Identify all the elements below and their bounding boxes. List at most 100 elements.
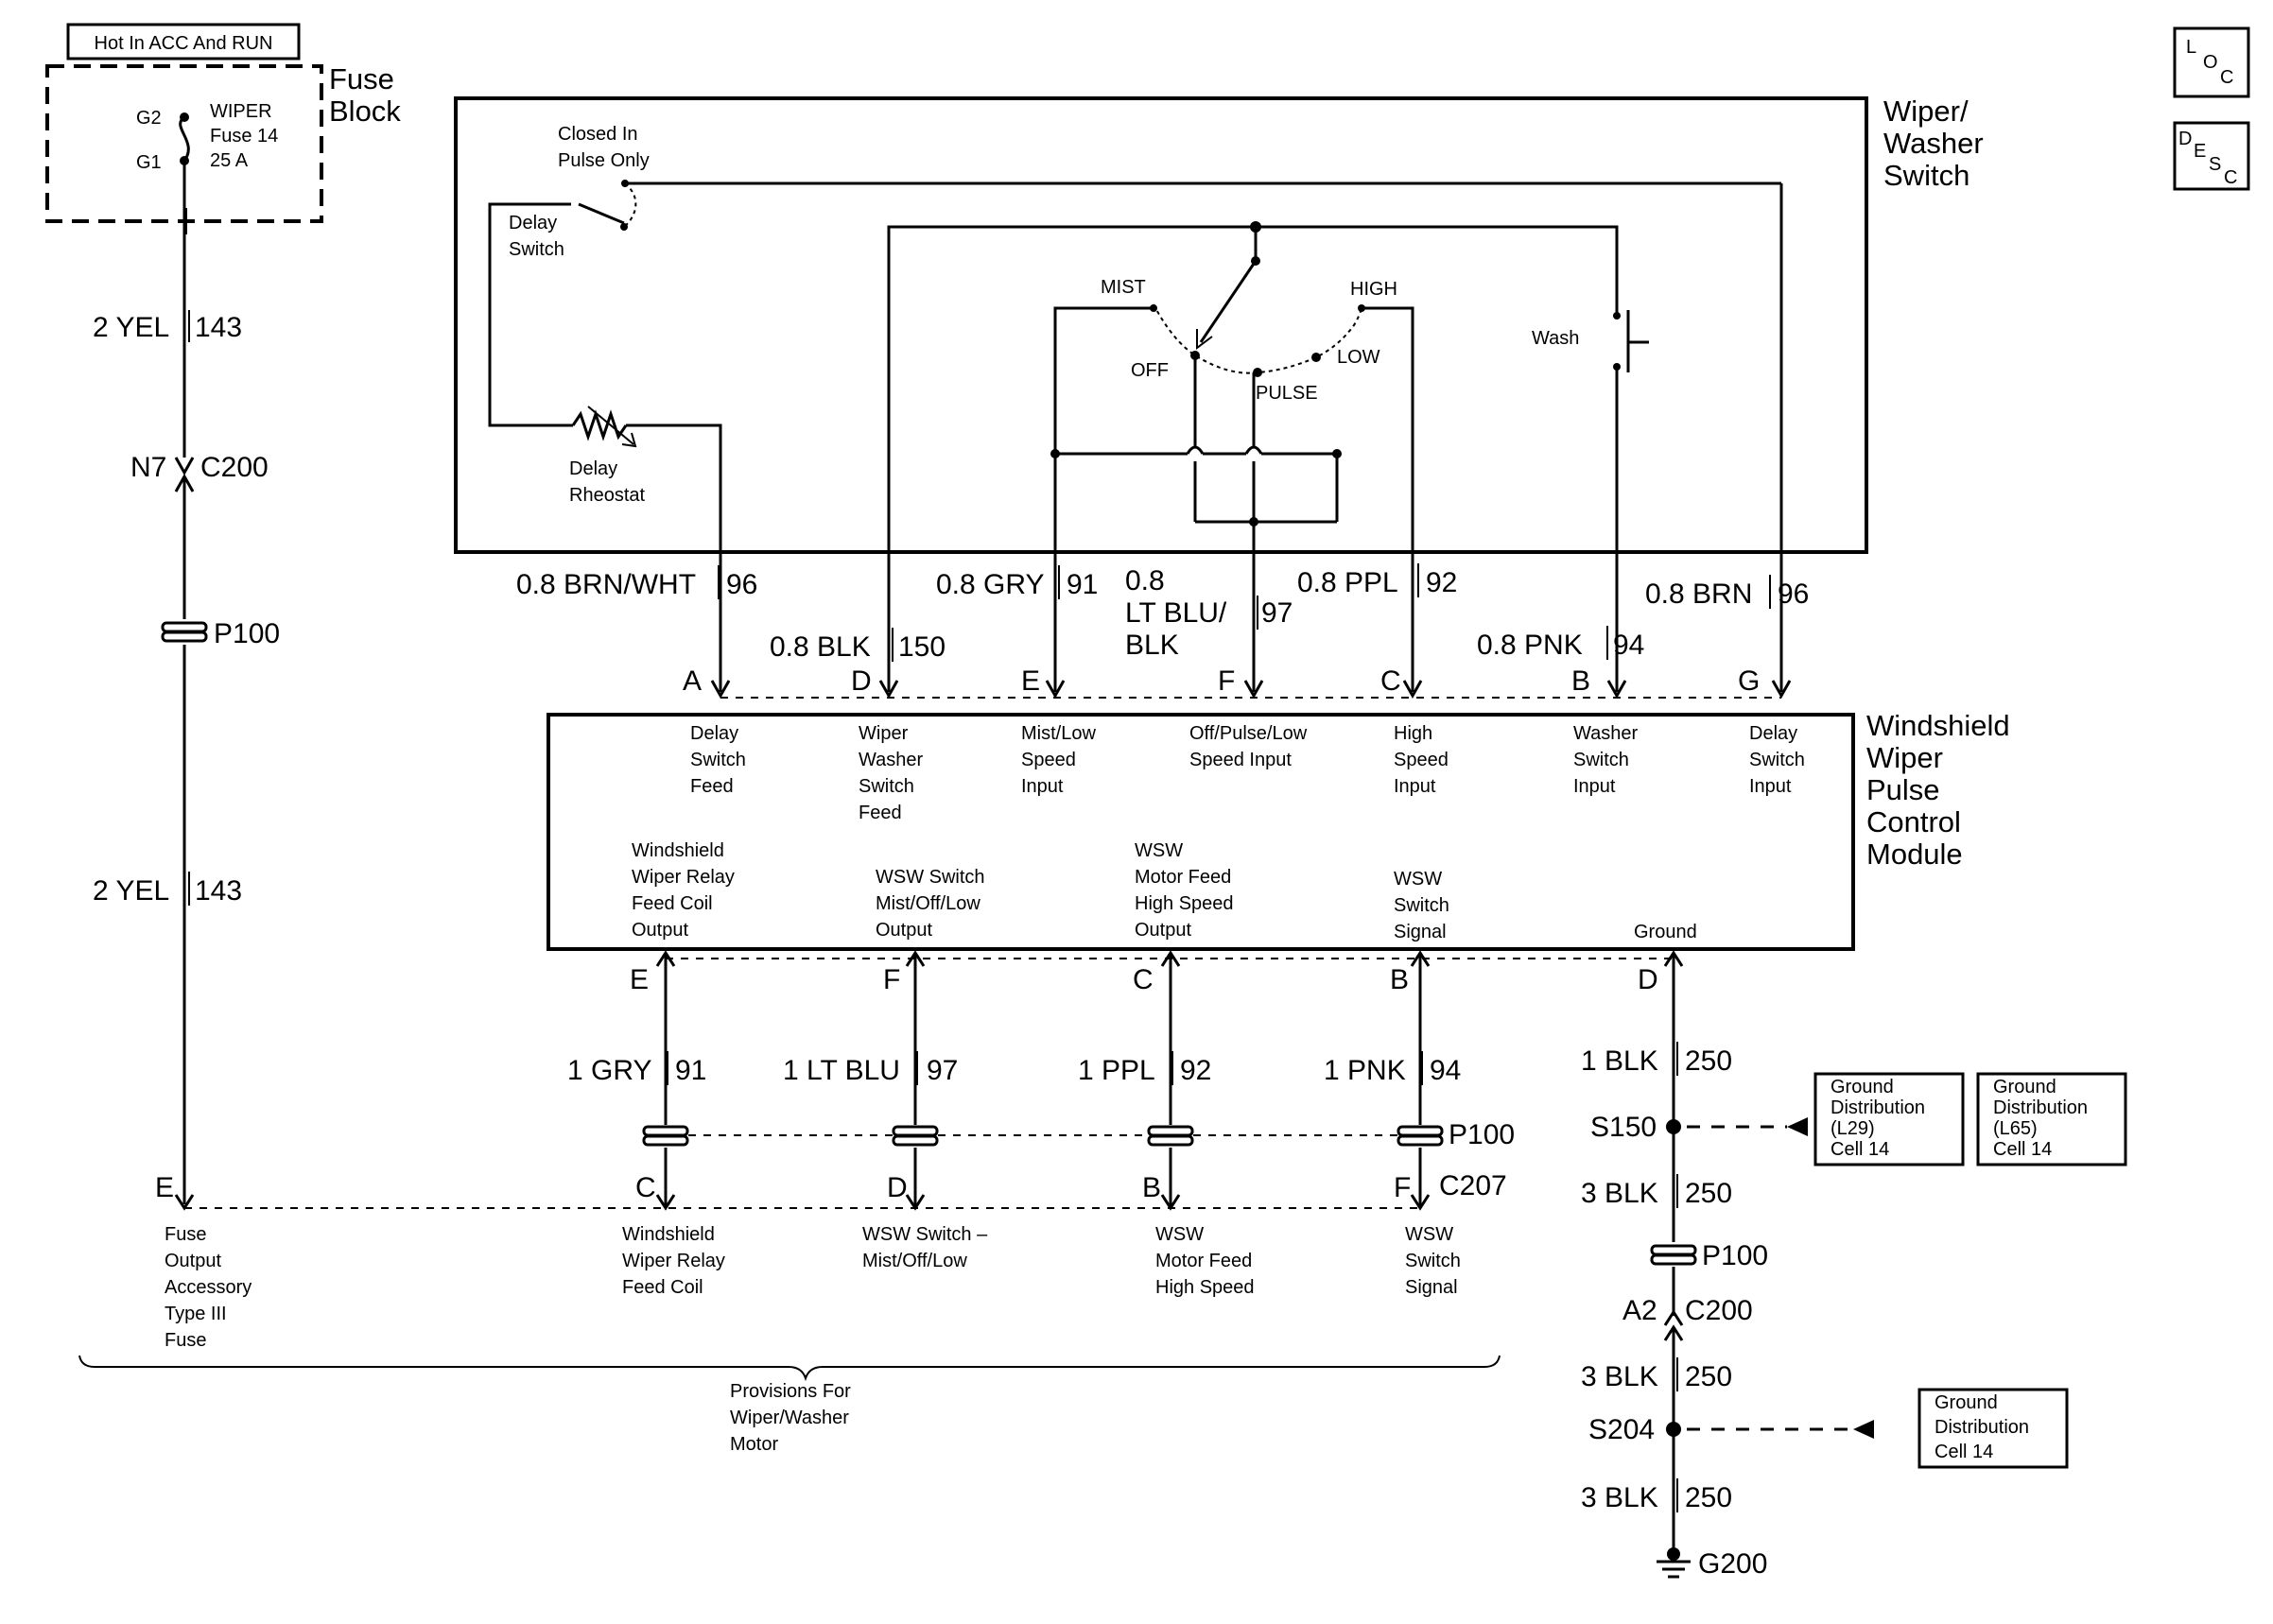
closed-pulse-label-2: Pulse Only xyxy=(558,150,650,171)
fuse-rating: 25 A xyxy=(210,150,249,171)
fuse-block-title-2: Block xyxy=(329,95,401,128)
fuse-name: WIPER xyxy=(210,101,272,122)
svg-text:Wiper Relay: Wiper Relay xyxy=(632,867,735,888)
svg-text:Output: Output xyxy=(632,920,688,941)
svg-text:Signal: Signal xyxy=(1394,922,1447,942)
wire-left-2: 2 YEL xyxy=(93,875,169,907)
pin-bottom-e: E xyxy=(630,964,649,995)
ground-wire-4-circuit: 250 xyxy=(1685,1482,1732,1513)
switch-title-1: Wiper/ xyxy=(1883,95,1969,128)
svg-text:Speed Input: Speed Input xyxy=(1189,750,1292,770)
fuse-pin-g1: G1 xyxy=(136,152,162,173)
delay-switch-contact xyxy=(578,202,625,225)
svg-text:Switch: Switch xyxy=(1573,750,1629,770)
connector-c200-arrow xyxy=(174,457,195,476)
svg-text:Wiper Relay: Wiper Relay xyxy=(622,1251,725,1271)
svg-text:Signal: Signal xyxy=(1405,1277,1458,1298)
p100-passthrough-row xyxy=(642,1125,1444,1147)
ground-wire-3: 3 BLK xyxy=(1581,1361,1658,1392)
ground-distribution-l65[interactable]: Ground Distribution (L65) Cell 14 xyxy=(1976,1072,2127,1166)
mode-low-label: LOW xyxy=(1337,347,1380,368)
svg-text:Cell 14: Cell 14 xyxy=(1935,1442,1993,1462)
motor-pin-c: C xyxy=(635,1172,656,1203)
fuse-block-title-1: Fuse xyxy=(329,62,394,95)
hot-label-box xyxy=(66,23,301,60)
pin-f: F xyxy=(1218,665,1235,697)
mode-mist-label: MIST xyxy=(1101,277,1146,298)
svg-text:(L65): (L65) xyxy=(1993,1118,2038,1139)
svg-text:Distribution: Distribution xyxy=(1993,1097,2088,1118)
fuse-number: Fuse 14 xyxy=(210,126,278,147)
svg-text:O: O xyxy=(2203,52,2218,73)
delay-rheostat-icon xyxy=(571,409,628,441)
wire-1-pnk: 1 PNK xyxy=(1324,1055,1406,1086)
wire-1-gry-circuit: 91 xyxy=(675,1055,706,1086)
contact-low xyxy=(1311,353,1321,362)
wire-ppl-circuit: 92 xyxy=(1426,567,1457,598)
ground-circuit: 1 BLK 250 S150 Ground Distribution (L29)… xyxy=(1581,953,2127,1580)
motor-pin-f: F xyxy=(1394,1172,1411,1203)
switch-title-2: Washer xyxy=(1883,127,1984,160)
wire-pnk: 0.8 PNK xyxy=(1477,630,1583,661)
svg-text:Windshield: Windshield xyxy=(632,840,724,861)
svg-text:E: E xyxy=(2194,141,2206,162)
wire-ltblu-3: BLK xyxy=(1125,630,1179,661)
svg-text:Mist/Off/Low: Mist/Off/Low xyxy=(862,1251,967,1271)
svg-text:WSW: WSW xyxy=(1394,869,1442,890)
fuse-block: Hot In ACC And RUN Fuse Block G2 G1 WIPE… xyxy=(45,23,401,223)
wiper-washer-switch: Wiper/ Washer Switch Closed In Pulse Onl… xyxy=(454,95,1984,692)
svg-text:Output: Output xyxy=(876,920,932,941)
motor-pin-d: D xyxy=(887,1172,908,1203)
svg-text:Speed: Speed xyxy=(1021,750,1076,770)
pin-bottom-b: B xyxy=(1390,964,1409,995)
wire-ltblu-2: LT BLU/ xyxy=(1125,597,1227,629)
module-ground-label: Ground xyxy=(1634,922,1697,942)
svg-text:Feed Coil: Feed Coil xyxy=(632,893,713,914)
svg-text:Windshield: Windshield xyxy=(622,1224,715,1245)
motor-provisions-brace xyxy=(78,1355,1501,1382)
splice-p100-left: P100 xyxy=(214,618,280,649)
wash-label: Wash xyxy=(1532,328,1579,349)
wire-brn-wht: 0.8 BRN/WHT xyxy=(516,569,696,600)
pin-g: G xyxy=(1738,665,1760,697)
connector-c207: C207 xyxy=(1439,1170,1507,1201)
module-title-5: Module xyxy=(1866,838,1963,871)
svg-text:Washer: Washer xyxy=(1573,723,1639,744)
svg-text:Input: Input xyxy=(1021,776,1064,797)
motor-labels: Fuse Output Accessory Type III Fuse Wind… xyxy=(78,1224,1501,1455)
svg-text:Delay: Delay xyxy=(1749,723,1797,744)
wire-gry-circuit: 91 xyxy=(1067,569,1098,600)
module-top-pins: A D E F C B G xyxy=(683,665,1760,697)
svg-text:Provisions For: Provisions For xyxy=(730,1381,851,1402)
pin-e: E xyxy=(1021,665,1040,697)
wire-1-gry: 1 GRY xyxy=(567,1055,652,1086)
splice-s204 xyxy=(1666,1422,1681,1437)
svg-text:Input: Input xyxy=(1394,776,1436,797)
wire-ltblu-1: 0.8 xyxy=(1125,565,1165,596)
connector-pin-n7: N7 xyxy=(130,452,166,483)
svg-text:Wiper/Washer: Wiper/Washer xyxy=(730,1408,849,1428)
desc-icon[interactable]: D E S C xyxy=(2173,121,2250,191)
loc-icon[interactable]: L O C xyxy=(2173,26,2250,98)
ground-distribution-cell14[interactable]: Ground Distribution Cell 14 xyxy=(1917,1388,2069,1469)
wire-1-ltblu: 1 LT BLU xyxy=(783,1055,900,1086)
svg-text:Ground: Ground xyxy=(1935,1392,1998,1413)
pin-bottom-f: F xyxy=(883,964,900,995)
splice-s204-label: S204 xyxy=(1588,1414,1655,1445)
svg-text:Fuse: Fuse xyxy=(165,1330,206,1351)
svg-text:WSW: WSW xyxy=(1405,1224,1453,1245)
svg-text:Switch: Switch xyxy=(1394,895,1449,916)
svg-text:Motor: Motor xyxy=(730,1434,778,1455)
svg-text:High Speed: High Speed xyxy=(1135,893,1234,914)
splice-p100-bottom: P100 xyxy=(1449,1119,1515,1150)
ground-icon xyxy=(1657,1560,1691,1579)
mode-selector-wiper xyxy=(1199,260,1258,343)
splice-p100-ground: P100 xyxy=(1702,1240,1768,1271)
ground-distribution-l29[interactable]: Ground Distribution (L29) Cell 14 xyxy=(1813,1072,1965,1166)
switch-title-3: Switch xyxy=(1883,159,1969,192)
ground-wire-2: 3 BLK xyxy=(1581,1178,1658,1209)
svg-text:Cell 14: Cell 14 xyxy=(1993,1139,2052,1160)
module-bottom-pins: E F C B D xyxy=(630,950,1684,995)
svg-text:Washer: Washer xyxy=(859,750,924,770)
svg-text:Type III: Type III xyxy=(165,1304,227,1324)
